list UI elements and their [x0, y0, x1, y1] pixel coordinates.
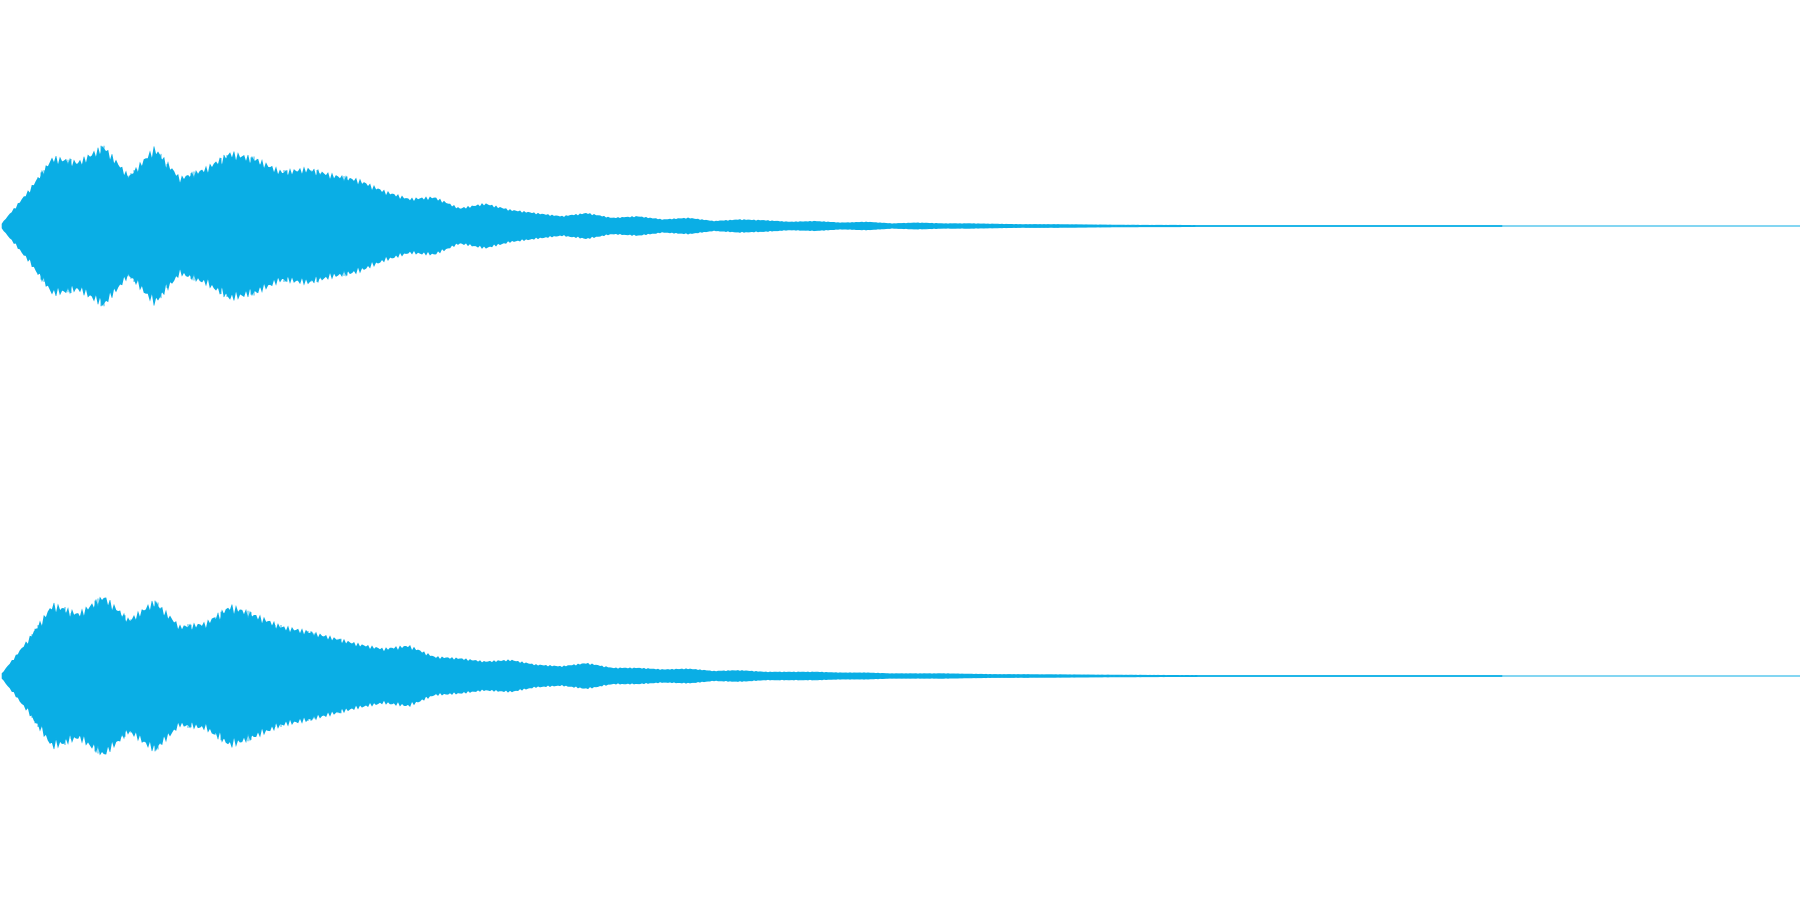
waveform-channel-1 — [1, 145, 1800, 307]
waveform-channel-2 — [1, 596, 1800, 756]
waveform-envelope — [1, 145, 1503, 307]
channels-layer — [1, 145, 1800, 756]
waveform-envelope — [1, 596, 1503, 756]
